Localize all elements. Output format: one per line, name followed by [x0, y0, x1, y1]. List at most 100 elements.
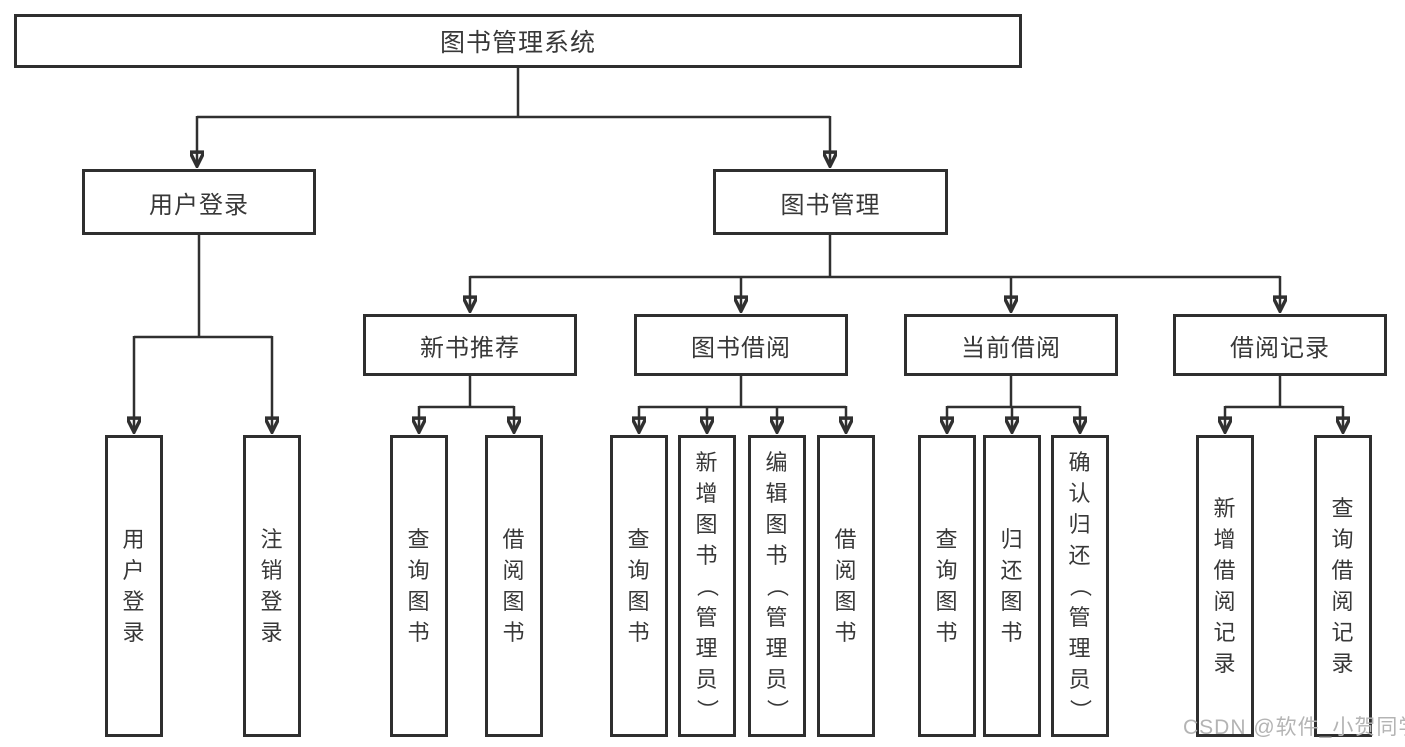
vertical-char: 询 [407, 558, 431, 583]
vertical-char: 查 [935, 527, 959, 552]
vertical-char: 理 [765, 635, 789, 661]
vertical-char: ） [1067, 698, 1093, 722]
vertical-char: 询 [627, 558, 651, 583]
node-user-login: 用户登录 [82, 169, 316, 235]
vertical-char: 归 [1068, 511, 1092, 537]
vertical-char: 图 [627, 589, 651, 614]
vertical-char: （ [1067, 574, 1093, 598]
vertical-char: 录 [1331, 651, 1355, 676]
vertical-char: 增 [1213, 527, 1237, 552]
vertical-char: 用 [122, 527, 146, 552]
vertical-char: 书 [765, 542, 789, 568]
leaf-add-borrow-record: 新增借阅记录 [1196, 435, 1254, 737]
connector-user-login [134, 235, 272, 430]
connector-current-borrowing [947, 376, 1080, 430]
vertical-char: 图 [695, 511, 719, 537]
vertical-char: 书 [407, 620, 431, 645]
vertical-char: 确 [1068, 449, 1092, 475]
vertical-char: 录 [260, 620, 284, 645]
vertical-char: 员 [1068, 666, 1092, 692]
vertical-char: 查 [1331, 496, 1355, 521]
vertical-char: 查 [407, 527, 431, 552]
leaf-logout: 注销登录 [243, 435, 301, 737]
vertical-char: 员 [765, 666, 789, 692]
vertical-char: 还 [1000, 558, 1024, 583]
vertical-char: （ [764, 574, 790, 598]
vertical-char: 员 [695, 666, 719, 692]
vertical-char: 管 [695, 604, 719, 630]
vertical-char: 借 [834, 527, 858, 552]
vertical-char: 理 [695, 635, 719, 661]
csdn-watermark: CSDN @软件_小贺同学 [1183, 716, 1405, 739]
node-borrowing-records: 借阅记录 [1173, 314, 1387, 376]
vertical-char: 书 [935, 620, 959, 645]
vertical-char: 管 [1068, 604, 1092, 630]
connector-book-borrowing [639, 376, 846, 430]
vertical-char: 记 [1331, 620, 1355, 645]
leaf-user-login: 用户登录 [105, 435, 163, 737]
leaf-add-books-admin: 新增图书（管理员） [678, 435, 736, 737]
leaf-confirm-return-admin: 确认归还 （ 管理员 ） [1051, 435, 1109, 737]
connector-book-management [470, 235, 1280, 309]
leaf-edit-books-admin: 编辑图书 （ 管理员 ） [748, 435, 806, 737]
connector-new-book-recommend [419, 376, 514, 430]
vertical-char: 书 [695, 542, 719, 568]
vertical-char: 阅 [502, 558, 526, 583]
vertical-char: 查 [627, 527, 651, 552]
vertical-char: 图 [935, 589, 959, 614]
leaf-borrow-books-recommend: 借阅图书 [485, 435, 543, 737]
vertical-char: 理 [1068, 635, 1092, 661]
vertical-char: （ [694, 574, 720, 598]
vertical-char: ） [764, 698, 790, 722]
vertical-char: 新 [1213, 496, 1237, 521]
connector-borrowing-records [1225, 376, 1343, 430]
node-book-management: 图书管理 [713, 169, 948, 235]
vertical-char: 还 [1068, 542, 1092, 568]
node-current-borrowing: 当前借阅 [904, 314, 1118, 376]
vertical-char: 增 [695, 480, 719, 506]
vertical-char: 图 [834, 589, 858, 614]
vertical-char: 录 [122, 620, 146, 645]
vertical-char: 记 [1213, 620, 1237, 645]
node-book-borrowing: 图书借阅 [634, 314, 848, 376]
vertical-char: 阅 [834, 558, 858, 583]
vertical-char: 管 [765, 604, 789, 630]
node-new-book-recommend: 新书推荐 [363, 314, 577, 376]
vertical-char: 借 [1331, 558, 1355, 583]
vertical-char: 图 [407, 589, 431, 614]
vertical-char: 户 [122, 558, 146, 583]
vertical-char: 书 [502, 620, 526, 645]
leaf-query-borrow-record: 查询借阅记录 [1314, 435, 1372, 737]
vertical-char: 询 [935, 558, 959, 583]
vertical-char: 书 [1000, 620, 1024, 645]
vertical-char: 图 [1000, 589, 1024, 614]
vertical-char: 书 [627, 620, 651, 645]
leaf-query-books-recommend: 查询图书 [390, 435, 448, 737]
vertical-char: 销 [260, 558, 284, 583]
vertical-char: 注 [260, 527, 284, 552]
vertical-char: 认 [1068, 480, 1092, 506]
leaf-query-books-current: 查询图书 [918, 435, 976, 737]
leaf-return-books: 归还图书 [983, 435, 1041, 737]
leaf-query-books-borrowing: 查询图书 [610, 435, 668, 737]
vertical-char: 辑 [765, 480, 789, 506]
vertical-char: 询 [1331, 527, 1355, 552]
node-root-library-system: 图书管理系统 [14, 14, 1022, 68]
vertical-char: 借 [502, 527, 526, 552]
vertical-char: 阅 [1213, 589, 1237, 614]
vertical-char: ） [694, 698, 720, 722]
vertical-char: 图 [502, 589, 526, 614]
vertical-char: 图 [765, 511, 789, 537]
vertical-char: 书 [834, 620, 858, 645]
vertical-char: 登 [122, 589, 146, 614]
leaf-borrow-books: 借阅图书 [817, 435, 875, 737]
connector-root [197, 68, 830, 164]
vertical-char: 登 [260, 589, 284, 614]
vertical-char: 归 [1000, 527, 1024, 552]
vertical-char: 阅 [1331, 589, 1355, 614]
vertical-char: 借 [1213, 558, 1237, 583]
vertical-char: 编 [765, 449, 789, 475]
vertical-char: 录 [1213, 651, 1237, 676]
